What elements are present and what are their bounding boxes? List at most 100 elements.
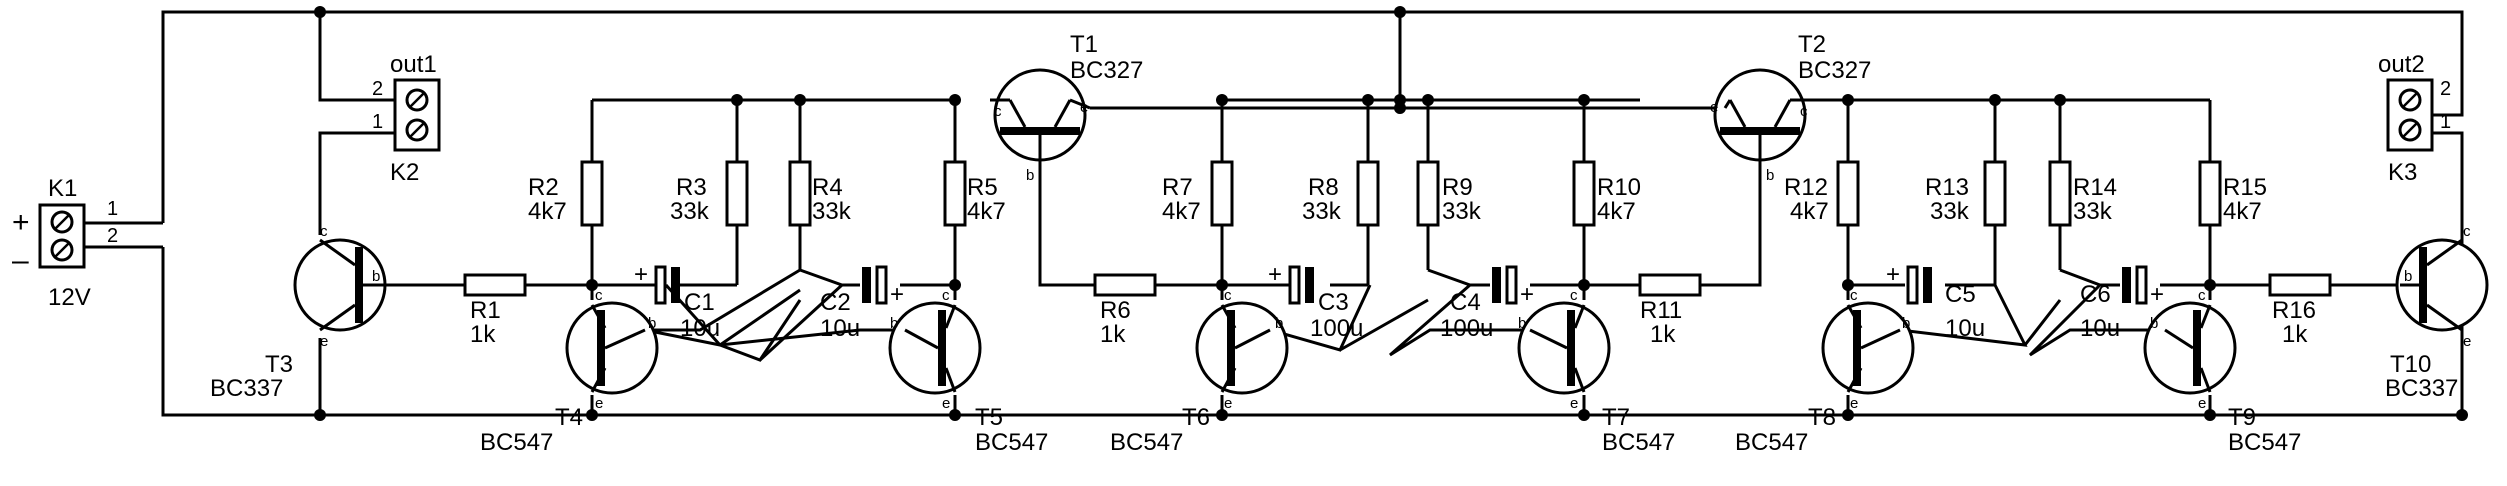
t9-type: BC547 [2228, 429, 2301, 456]
resistor-r13: R13 33k [1925, 160, 2007, 227]
r9-ref: R9 [1442, 174, 1473, 201]
capacitor-c5: + C5 10u [1886, 261, 1985, 342]
t3-pin-e: e [320, 333, 328, 350]
t6-pin-c: c [1224, 287, 1232, 304]
t9-pin-b: b [2150, 315, 2158, 332]
c3-ref: C3 [1318, 289, 1349, 316]
t1-pin-b: b [1026, 167, 1034, 184]
t7-type: BC547 [1602, 429, 1675, 456]
t1-pin-e: e [1080, 99, 1088, 116]
transistor-t3: c b e T3 BC337 [210, 223, 395, 402]
transistor-t7: c b e T7 BC547 [1517, 287, 1675, 456]
k2-title: out1 [390, 51, 437, 78]
k1-ref: K1 [48, 175, 77, 202]
t2-pin-c: c [1800, 103, 1808, 120]
k1-value: 12V [48, 284, 91, 311]
r10-value: 4k7 [1597, 198, 1636, 225]
t5-pin-e: e [942, 395, 950, 412]
t3-type: BC337 [210, 375, 283, 402]
c5-ref: C5 [1945, 281, 1976, 308]
r1-ref: R1 [470, 297, 501, 324]
c3-plus: + [1268, 261, 1282, 288]
t7-pin-e: e [1570, 395, 1578, 412]
t3-ref: T3 [265, 351, 293, 378]
r2-ref: R2 [528, 174, 559, 201]
t1-type: BC327 [1070, 57, 1143, 84]
r8-value: 33k [1302, 198, 1342, 225]
t2-ref: T2 [1798, 31, 1826, 58]
k1-pin2: 2 [107, 225, 118, 247]
t8-pin-b: b [1902, 315, 1910, 332]
r13-ref: R13 [1925, 174, 1969, 201]
r8-ref: R8 [1308, 174, 1339, 201]
t1-ref: T1 [1070, 31, 1098, 58]
r11-ref: R11 [1640, 297, 1682, 324]
k2-ref: K2 [390, 159, 419, 186]
t10-pin-e: e [2463, 333, 2471, 350]
resistor-r5: R5 4k7 [943, 160, 1006, 227]
t10-ref: T10 [2390, 351, 2431, 378]
r6-value: 1k [1100, 321, 1126, 348]
t2-pin-b: b [1766, 167, 1774, 184]
transistor-t1: c e b T1 BC327 [990, 31, 1143, 184]
r5-value: 4k7 [967, 198, 1006, 225]
r2-value: 4k7 [528, 198, 567, 225]
capacitor-c1: + C1 10u [634, 261, 720, 342]
capacitor-c3: + C3 100u [1268, 261, 1363, 342]
t6-ref: T6 [1182, 404, 1210, 431]
transistor-t5: c b e T5 BC547 [888, 287, 1048, 456]
t4-ref: T4 [555, 404, 583, 431]
r12-value: 4k7 [1790, 198, 1829, 225]
transistor-t10: c b e T10 BC337 [2385, 150, 2489, 402]
c5-value: 10u [1945, 315, 1985, 342]
c1-value: 10u [680, 315, 720, 342]
t6-pin-b: b [1275, 315, 1283, 332]
c1-ref: C1 [684, 289, 715, 316]
t4-pin-c: c [595, 287, 603, 304]
transistor-t9: c b e T9 BC547 [2143, 287, 2301, 456]
resistor-r8: R8 33k [1302, 160, 1380, 227]
t9-ref: T9 [2228, 404, 2256, 431]
k2-pin1: 1 [372, 111, 383, 133]
resistor-r14: R14 33k [2048, 160, 2117, 227]
r16-ref: R16 [2272, 297, 2316, 324]
t10-type: BC337 [2385, 375, 2458, 402]
capacitor-c2: + C2 10u [820, 265, 904, 342]
resistor-r9: R9 33k [1416, 160, 1482, 227]
t4-pin-b: b [648, 315, 656, 332]
r3-ref: R3 [676, 174, 707, 201]
r14-value: 33k [2073, 198, 2113, 225]
r9-value: 33k [1442, 198, 1482, 225]
resistor-r7: R7 4k7 [1162, 160, 1234, 227]
c4-value: 100u [1440, 315, 1493, 342]
r10-ref: R10 [1597, 174, 1641, 201]
k2-pin2: 2 [372, 78, 383, 100]
t5-type: BC547 [975, 429, 1048, 456]
connector-k1: K1 12V + – 1 2 [12, 175, 143, 311]
t4-type: BC547 [480, 429, 553, 456]
r5-ref: R5 [967, 174, 998, 201]
k3-ref: K3 [2388, 159, 2417, 186]
resistor-r1: R1 1k [463, 273, 527, 348]
transistor-t8: c b e T8 BC547 [1735, 287, 1915, 456]
c1-plus: + [634, 261, 648, 288]
c2-value: 10u [820, 315, 860, 342]
t7-pin-c: c [1570, 287, 1578, 304]
capacitor-c4: + C4 100u [1440, 265, 1534, 342]
t5-ref: T5 [975, 404, 1003, 431]
resistor-r11: R11 1k [1638, 273, 1702, 348]
r7-ref: R7 [1162, 174, 1193, 201]
r3-value: 33k [670, 198, 710, 225]
k1-plus: + [12, 206, 30, 239]
c5-plus: + [1886, 261, 1900, 288]
k1-minus: – [12, 244, 29, 277]
t5-pin-c: c [942, 287, 950, 304]
t10-pin-c: c [2463, 223, 2471, 240]
c2-plus: + [890, 281, 904, 308]
c3-value: 100u [1310, 315, 1363, 342]
c2-ref: C2 [820, 289, 851, 316]
r15-value: 4k7 [2223, 198, 2262, 225]
t8-pin-e: e [1850, 395, 1858, 412]
capacitor-c6: + C6 10u [2080, 265, 2164, 342]
t4-pin-e: e [595, 395, 603, 412]
